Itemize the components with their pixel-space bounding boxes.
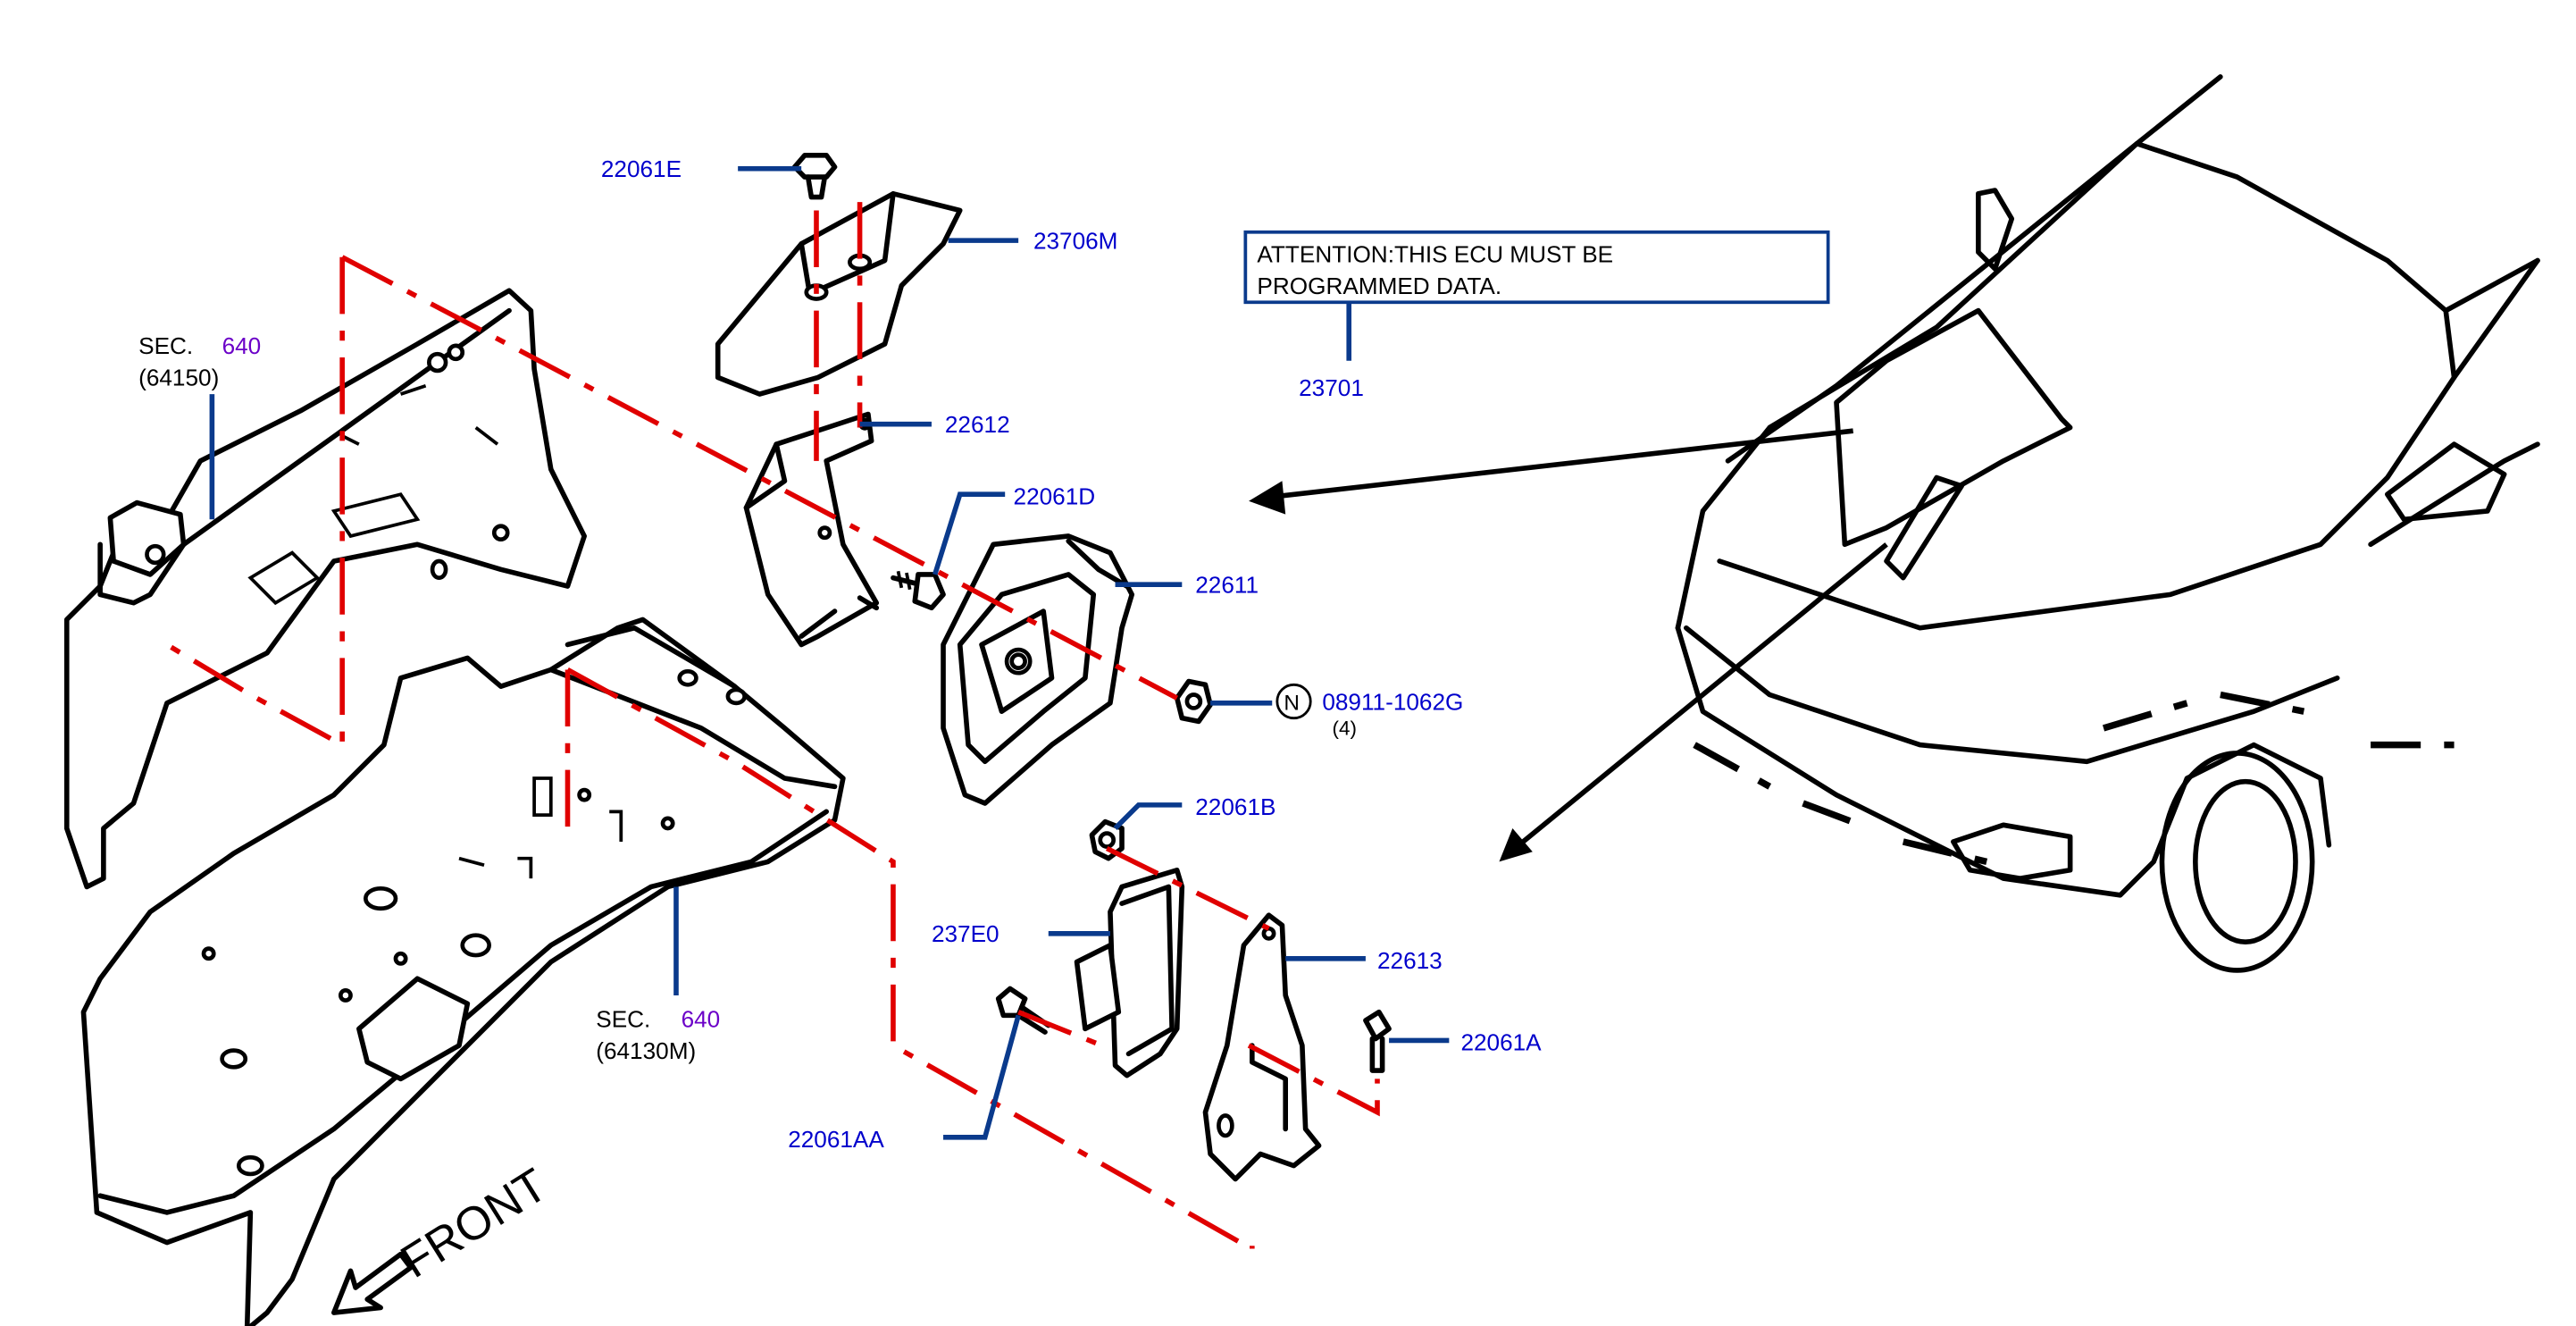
section-sub: (64130M) [596,1037,696,1064]
vehicle-location-arrows [1249,428,1888,862]
part-label-22613[interactable]: 22613 [1377,947,1443,974]
bolt-22061a [1363,1009,1392,1073]
part-label-23706m[interactable]: 23706M [1033,227,1118,254]
front-label: FRONT [392,1159,556,1288]
section-sub: (64150) [138,365,219,391]
part-label-22611[interactable]: 22611 [1195,571,1259,598]
part-label-22061d[interactable]: 22061D [1014,483,1096,509]
part-qty-08911: (4) [1333,717,1357,739]
ecu-22611 [941,533,1135,806]
dash-side-panel [63,288,587,890]
attention-line-1: ATTENTION:THIS ECU MUST BE [1257,240,1613,267]
section-ref-64150[interactable]: SEC. 640 (64150) [138,332,261,391]
section-ref-64130m[interactable]: SEC. 640 (64130M) [596,1005,720,1064]
nut-08911 [1174,678,1213,725]
ecu-cover-23706m [715,190,963,397]
part-label-23701[interactable]: 23701 [1299,374,1364,401]
front-direction-arrow [331,1251,414,1315]
section-prefix: SEC. [138,332,193,359]
section-number: 640 [222,332,262,359]
assembly-centerlines [165,202,1380,1254]
module-237e0 [1074,867,1185,1078]
front-floor-panel [80,617,846,1326]
n-symbol-circle [1275,683,1312,720]
attention-line-2: PROGRAMMED DATA. [1257,273,1501,299]
n-symbol: N [1284,691,1300,715]
leader-lines [209,165,1450,1140]
bracket-22613 [1202,912,1322,1182]
part-label-22612[interactable]: 22612 [945,411,1010,438]
part-label-22061e[interactable]: 22061E [601,155,682,182]
part-label-08911[interactable]: 08911-1062G [1322,688,1463,715]
part-label-22061a[interactable]: 22061A [1460,1029,1542,1056]
bolt-22061aa [995,986,1051,1035]
section-prefix: SEC. [596,1005,650,1032]
part-label-237e0[interactable]: 237E0 [932,920,999,947]
ecu-bracket-22612 [743,411,880,648]
bolt-22061e [791,152,838,200]
attention-box: ATTENTION:THIS ECU MUST BE PROGRAMMED DA… [1243,230,1830,305]
part-label-22061aa[interactable]: 22061AA [788,1126,884,1153]
section-number: 640 [682,1005,721,1032]
nut-22061b [1089,818,1125,861]
vehicle-outline [1675,74,2540,973]
bolt-22061d [891,570,946,611]
part-label-22061b[interactable]: 22061B [1195,793,1275,820]
